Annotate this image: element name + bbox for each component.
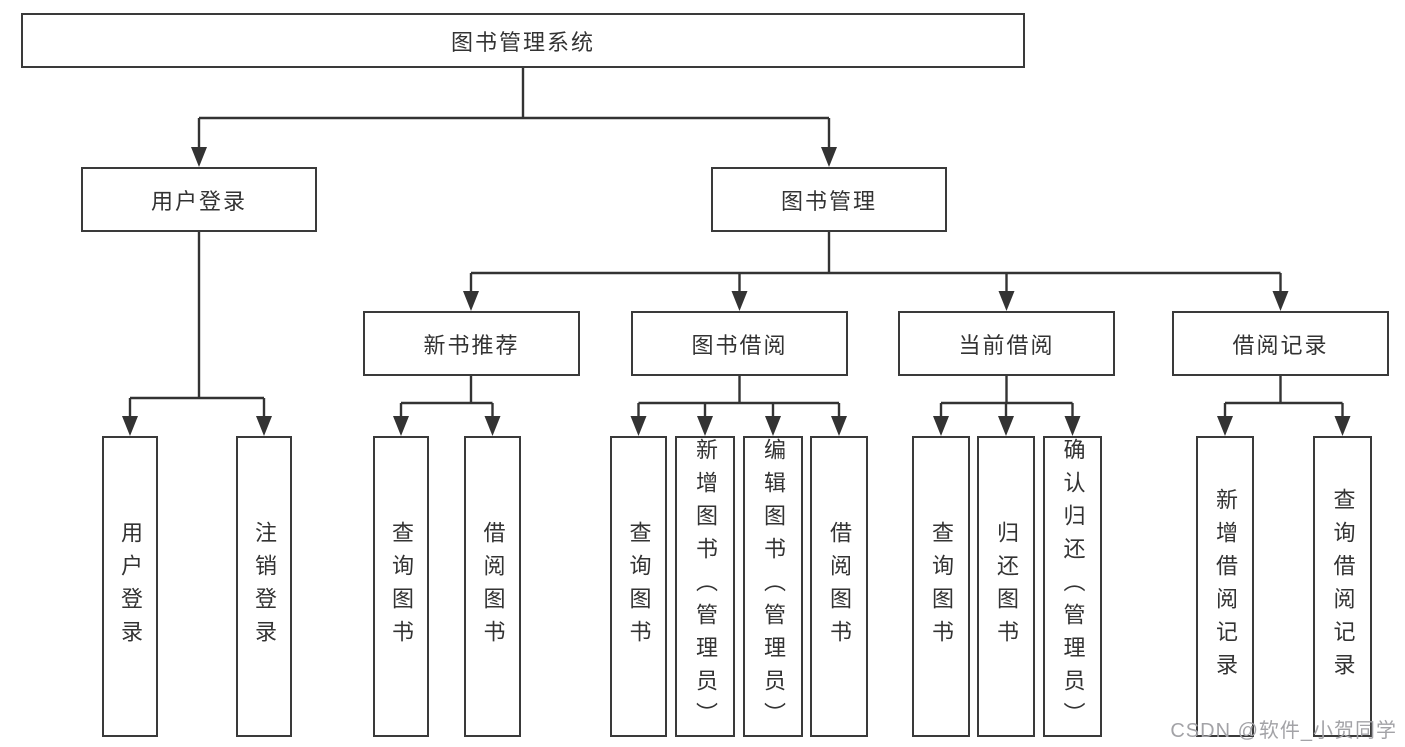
node-book-management: 图书管理	[711, 167, 947, 232]
node-borrowing-records: 借阅记录	[1172, 311, 1389, 376]
leaf-add-books-admin: 新增图书（管理员）	[675, 436, 735, 737]
leaf-borrow-books: 借阅图书	[810, 436, 868, 737]
leaf-query-books-recommend: 查询图书	[373, 436, 429, 737]
arrowhead-icons	[122, 147, 1351, 436]
node-current-borrowing: 当前借阅	[898, 311, 1115, 376]
node-new-book-recommendation: 新书推荐	[363, 311, 580, 376]
leaf-query-books-current: 查询图书	[912, 436, 970, 737]
leaf-return-books: 归还图书	[977, 436, 1035, 737]
leaf-add-borrow-record: 新增借阅记录	[1196, 436, 1254, 737]
leaf-borrow-books-recommend: 借阅图书	[464, 436, 521, 737]
leaf-confirm-return-admin: 确认归还（管理员）	[1043, 436, 1102, 737]
leaf-query-books-borrowing: 查询图书	[610, 436, 667, 737]
leaf-query-borrow-record: 查询借阅记录	[1313, 436, 1372, 737]
tree-edges	[128, 68, 1344, 420]
leaf-logout: 注销登录	[236, 436, 292, 737]
node-library-management-system: 图书管理系统	[21, 13, 1025, 68]
leaf-user-login: 用户登录	[102, 436, 158, 737]
watermark: CSDN @软件_小贺同学	[1170, 720, 1397, 742]
leaf-edit-books-admin: 编辑图书（管理员）	[743, 436, 803, 737]
node-book-borrowing: 图书借阅	[631, 311, 848, 376]
node-user-login: 用户登录	[81, 167, 317, 232]
